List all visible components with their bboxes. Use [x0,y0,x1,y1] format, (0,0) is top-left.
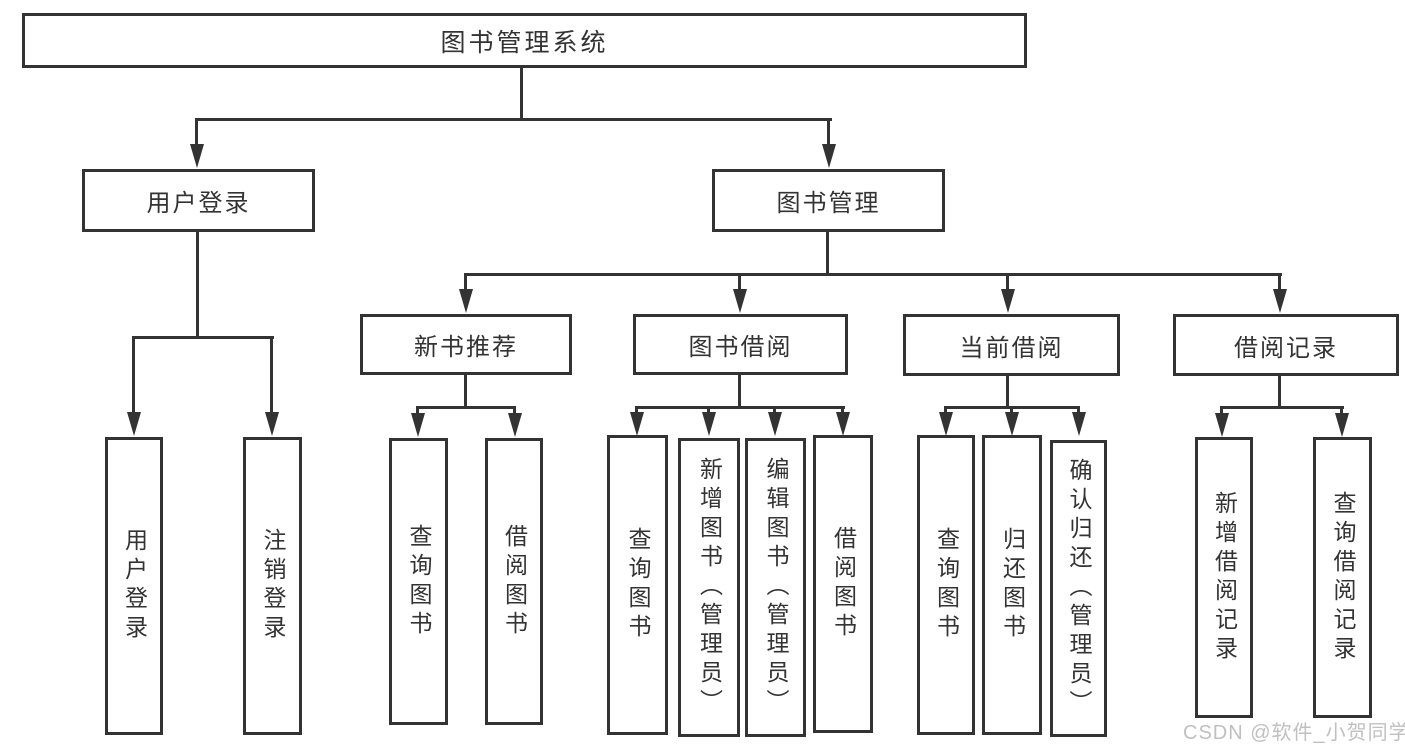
leaf-br-query-record: 查询借阅记录 [1313,437,1372,718]
connector-drop-book-borrow [738,273,741,293]
arrow-down-icon [1005,412,1019,436]
connector-drop-br-add [1220,406,1223,415]
leaf-cb-query-book: 查询图书 [917,435,975,735]
node-book-mgmt-label: 图书管理 [776,190,881,217]
arrow-down-icon [190,144,204,168]
arrow-down-icon [459,289,473,313]
connector-drop-cb-return [1010,406,1013,414]
connector-borrow-record-crossbar [1220,406,1344,409]
leaf-bb-add-book-label: 新增图书（管理员） [696,457,723,718]
node-book-borrow-label: 图书借阅 [688,334,793,361]
connector-new-book-rec-crossbar [416,406,516,409]
arrow-down-icon [733,289,747,313]
connector-book-borrow-crossbar [635,406,845,409]
connector-drop-cb-query [944,406,947,414]
leaf-user-login: 用户登录 [105,437,163,735]
arrow-down-icon [768,412,782,436]
leaf-bb-query-book-label: 查询图书 [625,527,651,643]
connector-drop-borrow-record [1278,273,1281,293]
leaf-bb-add-book: 新增图书（管理员） [678,438,740,737]
arrow-down-icon [1335,413,1349,437]
arrow-down-icon [836,412,850,436]
arrow-down-icon [508,413,522,437]
leaf-cb-confirm-return: 确认归还（管理员） [1050,440,1107,737]
node-book-borrow: 图书借阅 [633,314,848,375]
arrow-down-icon [939,412,953,436]
arrow-down-icon [411,413,425,437]
connector-drop-current-borrow [1006,273,1009,293]
arrow-down-icon [127,412,141,436]
node-root: 图书管理系统 [22,13,1027,68]
node-current-borrow: 当前借阅 [903,314,1120,376]
node-new-book-rec: 新书推荐 [360,314,572,375]
arrow-down-icon [702,412,716,436]
connector-book-borrow-stem [738,375,741,409]
connector-drop-bb-query [635,406,638,414]
connector-current-borrow-stem [1006,376,1009,409]
connector-drop-user-login [195,118,198,148]
connector-user-login-stem [196,232,199,339]
connector-root-stem [520,66,523,121]
connector-drop-br-query [1340,406,1343,415]
connector-user-login-crossbar [132,336,274,339]
leaf-cb-return-book: 归还图书 [982,435,1042,735]
leaf-logout: 注销登录 [243,437,302,735]
connector-drop-nbr-borrow [513,406,516,416]
leaf-bb-borrow-book-label: 借阅图书 [830,526,857,642]
arrow-down-icon [1072,412,1086,436]
leaf-nbr-borrow-book-label: 借阅图书 [501,523,528,640]
leaf-logout-label: 注销登录 [260,528,286,644]
leaf-bb-borrow-book: 借阅图书 [813,435,873,733]
connector-drop-ul-logout [270,336,273,414]
connector-drop-book-mgmt [827,118,830,148]
leaf-bb-edit-book-label: 编辑图书（管理员） [763,457,789,718]
connector-drop-cb-confirm [1077,406,1080,414]
connector-new-book-rec-stem [464,375,467,409]
connector-root-crossbar [195,118,832,121]
connector-drop-nbr-query [416,406,419,416]
node-book-mgmt: 图书管理 [712,169,945,232]
node-current-borrow-label: 当前借阅 [959,334,1064,362]
connector-book-mgmt-stem [826,232,829,276]
node-borrow-record-label: 借阅记录 [1234,334,1338,362]
leaf-cb-query-book-label: 查询图书 [933,527,960,643]
arrow-down-icon [1273,289,1287,313]
leaf-user-login-label: 用户登录 [121,528,148,644]
connector-drop-bb-add [707,406,710,414]
leaf-nbr-query-book-label: 查询图书 [406,523,432,640]
node-root-label: 图书管理系统 [440,28,609,57]
leaf-cb-confirm-return-label: 确认归还（管理员） [1066,458,1092,719]
node-user-login: 用户登录 [82,169,315,232]
leaf-bb-edit-book: 编辑图书（管理员） [745,438,806,737]
leaf-nbr-borrow-book: 借阅图书 [485,438,543,725]
connector-drop-ul-login [132,336,135,414]
arrow-down-icon [1215,413,1229,437]
node-new-book-rec-label: 新书推荐 [414,334,518,361]
leaf-br-add-record-label: 新增借阅记录 [1211,490,1238,665]
leaf-cb-return-book-label: 归还图书 [999,527,1026,643]
leaf-br-add-record: 新增借阅记录 [1195,437,1253,718]
connector-drop-bb-borrow [841,406,844,414]
leaf-bb-query-book: 查询图书 [607,435,668,735]
arrow-down-icon [265,412,279,436]
connector-drop-bb-edit [773,406,776,414]
node-borrow-record: 借阅记录 [1173,314,1399,376]
connector-book-mgmt-crossbar [464,273,1282,276]
arrow-down-icon [1001,289,1015,313]
leaf-nbr-query-book: 查询图书 [389,438,448,725]
arrow-down-icon [822,144,836,168]
leaf-br-query-record-label: 查询借阅记录 [1330,490,1356,665]
connector-drop-new-book-rec [464,273,467,293]
arrow-down-icon [630,412,644,436]
node-user-login-label: 用户登录 [146,190,251,217]
csdn-watermark: CSDN @软件_小贺同学 [1183,722,1405,744]
connector-borrow-record-stem [1278,376,1281,409]
